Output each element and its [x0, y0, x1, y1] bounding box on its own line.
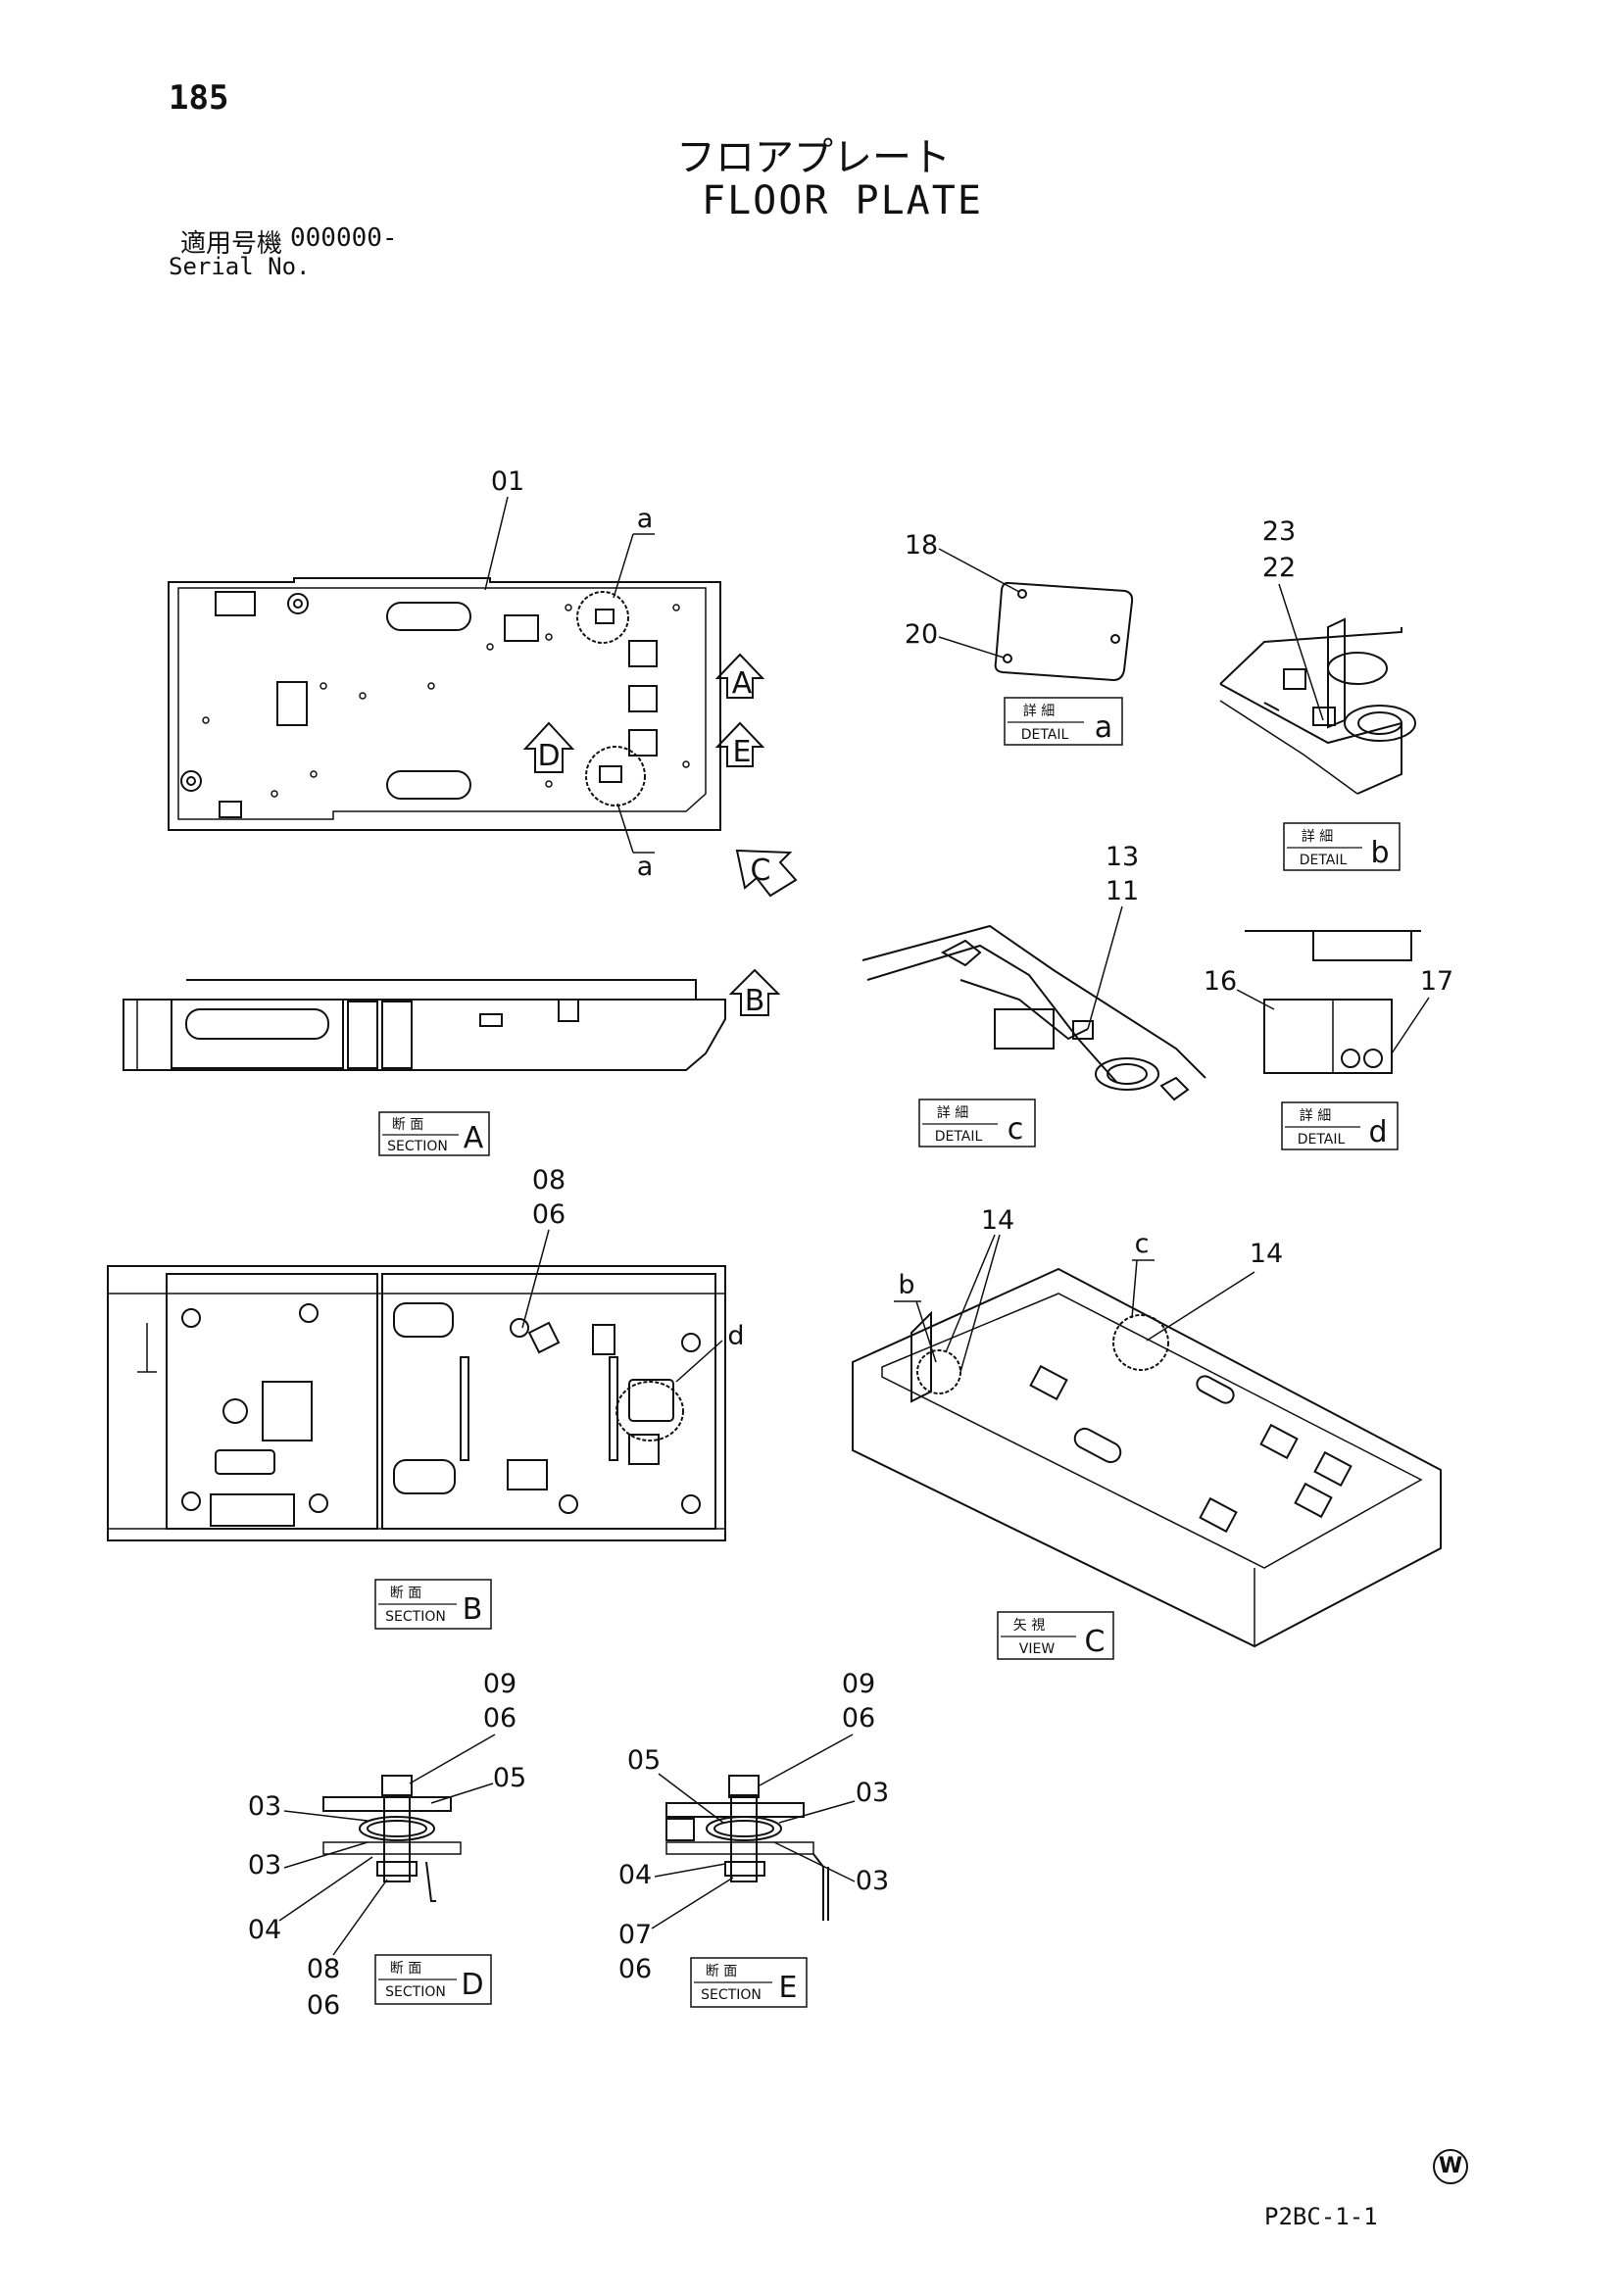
- callout-se-06: 06: [842, 1703, 875, 1734]
- view-arrow-a: A: [714, 653, 765, 701]
- callout-d: d: [727, 1321, 744, 1351]
- svg-text:VIEW: VIEW: [1019, 1641, 1056, 1657]
- svg-text:c: c: [1008, 1112, 1024, 1147]
- callout-se-07: 07: [618, 1920, 652, 1950]
- title-english: FLOOR PLATE: [702, 178, 983, 223]
- view-arrow-e: E: [714, 721, 765, 769]
- callout-se-03a: 03: [856, 1778, 889, 1808]
- callout-c: c: [1135, 1229, 1150, 1259]
- view-arrow-c: C: [735, 849, 798, 898]
- svg-text:b: b: [1370, 836, 1389, 870]
- callout-13: 13: [1106, 842, 1139, 872]
- svg-text:詳 細: 詳 細: [1302, 829, 1333, 845]
- callout-17: 17: [1420, 966, 1453, 997]
- watermark-w-symbol: W: [1433, 2149, 1468, 2184]
- view-arrow-d: D: [522, 721, 575, 773]
- svg-text:SECTION: SECTION: [385, 1609, 446, 1625]
- svg-text:E: E: [733, 735, 752, 769]
- callout-sd-04: 04: [248, 1915, 281, 1945]
- svg-text:a: a: [1095, 710, 1112, 745]
- svg-text:B: B: [745, 984, 765, 1018]
- svg-text:C: C: [1085, 1625, 1106, 1659]
- svg-text:D: D: [537, 739, 560, 773]
- callout-16: 16: [1204, 966, 1237, 997]
- drawing-code: P2BC-1-1: [1264, 2203, 1378, 2230]
- callout-sd-03b: 03: [248, 1850, 281, 1881]
- detail-a-cover-plate: [994, 581, 1134, 682]
- svg-text:SECTION: SECTION: [387, 1139, 448, 1154]
- callout-20: 20: [905, 619, 938, 650]
- callout-sd-09: 09: [483, 1669, 516, 1699]
- svg-text:詳 細: 詳 細: [1300, 1108, 1331, 1124]
- svg-text:B: B: [463, 1592, 483, 1627]
- callout-sd-06b: 06: [307, 1990, 340, 2021]
- svg-text:詳 細: 詳 細: [1023, 704, 1055, 719]
- svg-text:断 面: 断 面: [706, 1964, 737, 1979]
- caption-section-d: 断 面 SECTION D: [374, 1954, 492, 2005]
- floor-plate-side-view: [123, 979, 726, 1071]
- caption-section-b: 断 面 SECTION B: [374, 1579, 492, 1630]
- svg-text:A: A: [464, 1121, 484, 1155]
- svg-text:SECTION: SECTION: [385, 1984, 446, 2000]
- callout-a-top: a: [637, 504, 654, 534]
- caption-detail-c: 詳 細 DETAIL c: [918, 1099, 1036, 1148]
- callout-22: 22: [1262, 553, 1296, 583]
- callout-se-03b: 03: [856, 1866, 889, 1896]
- detail-d-cover: [1245, 930, 1421, 1074]
- serial-label-english: Serial No.: [169, 253, 311, 280]
- caption-detail-a: 詳 細 DETAIL a: [1004, 697, 1123, 746]
- bolt-assembly-section-e: [665, 1775, 829, 1921]
- svg-text:A: A: [732, 666, 753, 701]
- view-arrow-b: B: [728, 968, 781, 1018]
- callout-sd-06: 06: [483, 1703, 516, 1734]
- svg-text:d: d: [1368, 1115, 1387, 1149]
- callout-08: 08: [532, 1165, 566, 1196]
- caption-view-c: 矢 視 VIEW C: [997, 1611, 1114, 1660]
- callout-14-left: 14: [981, 1205, 1014, 1236]
- bolt-assembly-section-d: [322, 1775, 462, 1902]
- callout-06: 06: [532, 1199, 566, 1230]
- svg-text:D: D: [461, 1968, 483, 2002]
- callout-b: b: [898, 1270, 914, 1300]
- svg-text:矢 視: 矢 視: [1013, 1618, 1045, 1634]
- svg-text:SECTION: SECTION: [701, 1987, 762, 2003]
- callout-sd-08: 08: [307, 1954, 340, 1984]
- page-number: 185: [169, 78, 229, 118]
- callout-se-09: 09: [842, 1669, 875, 1699]
- callout-sd-03a: 03: [248, 1791, 281, 1822]
- svg-text:断 面: 断 面: [390, 1961, 421, 1977]
- isometric-view-c: [852, 1267, 1442, 1648]
- callout-23: 23: [1262, 516, 1296, 547]
- callout-se-06b: 06: [618, 1954, 652, 1984]
- callout-01: 01: [491, 466, 524, 497]
- svg-text:C: C: [751, 854, 771, 888]
- callout-14-right: 14: [1250, 1239, 1283, 1269]
- title-japanese: フロアプレート: [676, 135, 951, 180]
- callout-a-bottom: a: [637, 852, 654, 882]
- callout-18: 18: [905, 530, 938, 561]
- svg-text:DETAIL: DETAIL: [1021, 727, 1069, 743]
- svg-text:DETAIL: DETAIL: [1298, 1132, 1346, 1148]
- detail-c-mount: [861, 924, 1206, 1101]
- caption-section-a: 断 面 SECTION A: [378, 1111, 490, 1156]
- caption-detail-b: 詳 細 DETAIL b: [1283, 822, 1401, 871]
- caption-detail-d: 詳 細 DETAIL d: [1281, 1101, 1399, 1150]
- serial-number-value: 000000-: [290, 223, 398, 253]
- svg-text:DETAIL: DETAIL: [1300, 853, 1348, 868]
- detail-b-bracket: [1219, 617, 1416, 795]
- svg-text:断 面: 断 面: [390, 1586, 421, 1601]
- callout-sd-05: 05: [493, 1763, 526, 1793]
- caption-section-e: 断 面 SECTION E: [690, 1957, 808, 2008]
- callout-11: 11: [1106, 876, 1139, 906]
- serial-label-japanese: 適用号機: [180, 229, 283, 259]
- callout-se-04: 04: [618, 1860, 652, 1890]
- callout-se-05: 05: [627, 1745, 661, 1776]
- svg-text:詳 細: 詳 細: [937, 1105, 968, 1121]
- svg-text:DETAIL: DETAIL: [935, 1129, 983, 1145]
- svg-text:E: E: [779, 1971, 798, 2005]
- floor-plate-top-view: [168, 577, 721, 831]
- svg-text:断 面: 断 面: [392, 1117, 423, 1133]
- frame-plan-section-b: [107, 1265, 726, 1541]
